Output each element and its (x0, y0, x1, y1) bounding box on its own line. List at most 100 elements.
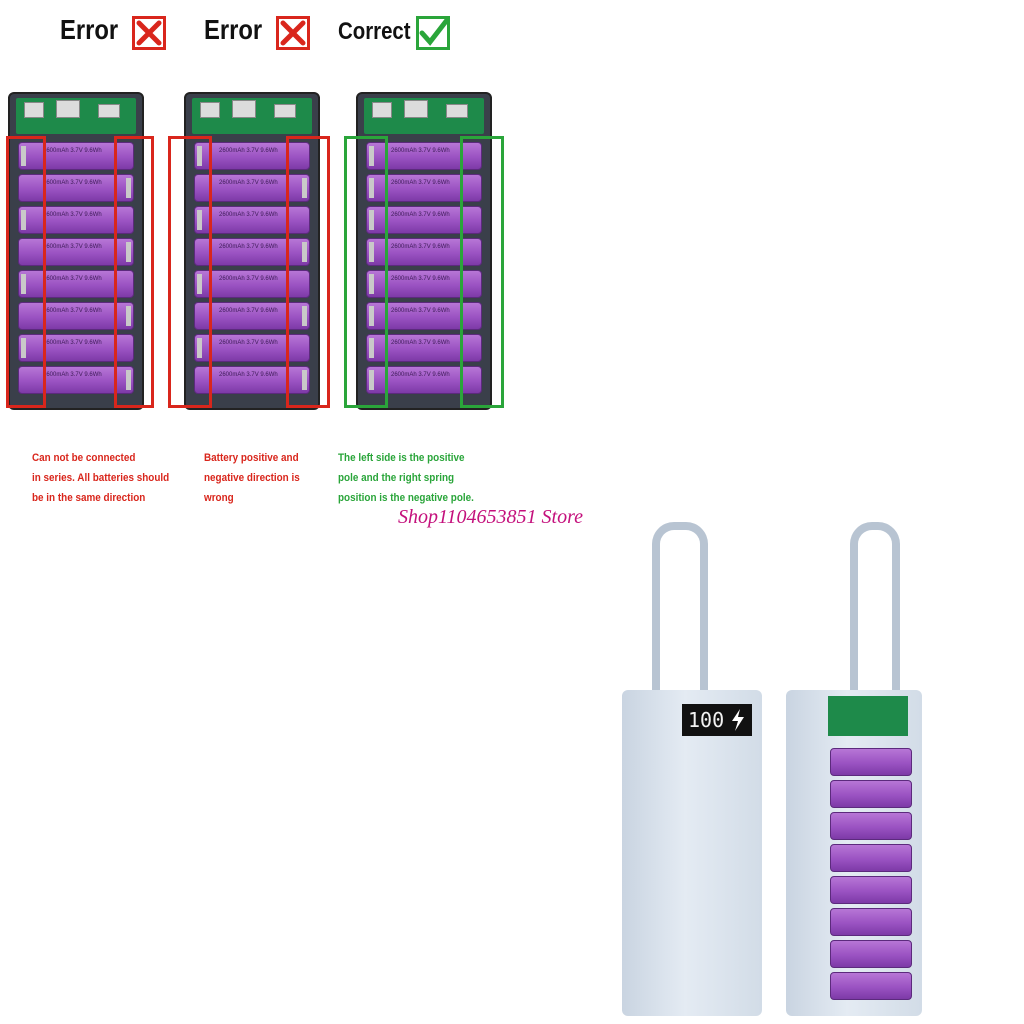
port-connector (404, 100, 428, 118)
cell-terminal (197, 274, 202, 294)
circuit-board (192, 98, 312, 134)
cell-label: 2600mAh 3.7V 9.6Wh (43, 212, 102, 218)
circuit-board (364, 98, 484, 134)
cell-label: 2600mAh 3.7V 9.6Wh (391, 148, 450, 154)
port-connector (446, 104, 468, 118)
highlight-box (344, 136, 388, 408)
port-connector (274, 104, 296, 118)
battery-cell: 2600mAh 3.7V 9.6Wh (194, 238, 310, 266)
cell-label: 2600mAh 3.7V 9.6Wh (43, 276, 102, 282)
lanyard-strap (652, 522, 708, 710)
cell-label: 2600mAh 3.7V 9.6Wh (43, 180, 102, 186)
panel-3-title: Correct (338, 18, 411, 45)
cell-label: 2600mAh 3.7V 9.6Wh (219, 308, 278, 314)
battery-cell (830, 844, 912, 872)
cell-terminal (369, 210, 374, 230)
check-mark-icon (416, 16, 450, 50)
port-connector (24, 102, 44, 118)
highlight-box (168, 136, 212, 408)
port-connector (200, 102, 220, 118)
cell-label: 2600mAh 3.7V 9.6Wh (219, 372, 278, 378)
port-connector (372, 102, 392, 118)
battery-cell: 2600mAh 3.7V 9.6Wh (194, 142, 310, 170)
highlight-box (6, 136, 46, 408)
highlight-box (460, 136, 504, 408)
battery-cell (830, 876, 912, 904)
battery-cell: 2600mAh 3.7V 9.6Wh (194, 206, 310, 234)
cell-terminal (126, 242, 131, 262)
note-line: The left side is the positive (338, 452, 465, 464)
cell-terminal (369, 178, 374, 198)
panel-1-title: Error (60, 14, 119, 45)
panel-2-note: Battery positive and negative direction … (204, 448, 300, 508)
cell-label: 2600mAh 3.7V 9.6Wh (391, 180, 450, 186)
cell-terminal (369, 146, 374, 166)
battery-cell (830, 972, 912, 1000)
power-bank-open (786, 690, 922, 1016)
cell-terminal (197, 338, 202, 358)
x-mark-icon (276, 16, 310, 50)
cell-terminal (21, 338, 26, 358)
note-line: in series. All batteries should (32, 472, 170, 484)
cell-label: 2600mAh 3.7V 9.6Wh (43, 308, 102, 314)
circuit-board (16, 98, 136, 134)
cell-terminal (21, 210, 26, 230)
cell-label: 2600mAh 3.7V 9.6Wh (43, 340, 102, 346)
port-connector (98, 104, 120, 118)
note-line: pole and the right spring (338, 472, 455, 484)
cell-terminal (302, 242, 307, 262)
lcd-display: 100 (682, 704, 752, 736)
battery-cell (830, 908, 912, 936)
cell-terminal (197, 210, 202, 230)
panel-2-title: Error (204, 14, 263, 45)
note-line: wrong (204, 492, 234, 504)
circuit-board (828, 696, 908, 736)
battery-cell (830, 780, 912, 808)
battery-cell (830, 940, 912, 968)
cell-terminal (369, 274, 374, 294)
note-line: negative direction is (204, 472, 300, 484)
display-value: 100 (688, 708, 725, 732)
battery-cell (830, 812, 912, 840)
lightning-bolt-icon (732, 709, 745, 731)
cell-label: 2600mAh 3.7V 9.6Wh (219, 340, 278, 346)
cell-terminal (369, 338, 374, 358)
note-line: be in the same direction (32, 492, 146, 504)
panel-3-note: The left side is the positive pole and t… (338, 448, 474, 508)
battery-cell: 2600mAh 3.7V 9.6Wh (194, 366, 310, 394)
battery-pack-diagram: 2600mAh 3.7V 9.6Wh 2600mAh 3.7V 9.6Wh 2600… (184, 92, 320, 410)
cell-terminal (21, 274, 26, 294)
cell-label: 2600mAh 3.7V 9.6Wh (43, 244, 102, 250)
panel-1-note: Can not be connected in series. All batt… (32, 448, 169, 508)
port-connector (232, 100, 256, 118)
cell-label: 2600mAh 3.7V 9.6Wh (391, 244, 450, 250)
cell-label: 2600mAh 3.7V 9.6Wh (219, 276, 278, 282)
cell-terminal (369, 370, 374, 390)
battery-cell: 2600mAh 3.7V 9.6Wh (194, 302, 310, 330)
x-mark-icon (132, 16, 166, 50)
note-line: Can not be connected (32, 452, 136, 464)
cell-label: 2600mAh 3.7V 9.6Wh (43, 148, 102, 154)
battery-cell (830, 748, 912, 776)
store-watermark: Shop1104653851 Store (398, 506, 583, 528)
cell-terminal (369, 242, 374, 262)
highlight-box (286, 136, 330, 408)
cell-label: 2600mAh 3.7V 9.6Wh (391, 340, 450, 346)
battery-cell: 2600mAh 3.7V 9.6Wh (194, 334, 310, 362)
cell-label: 2600mAh 3.7V 9.6Wh (219, 244, 278, 250)
cell-label: 2600mAh 3.7V 9.6Wh (219, 180, 278, 186)
cell-label: 2600mAh 3.7V 9.6Wh (219, 148, 278, 154)
cell-label: 2600mAh 3.7V 9.6Wh (391, 212, 450, 218)
cell-terminal (197, 146, 202, 166)
cell-label: 2600mAh 3.7V 9.6Wh (391, 276, 450, 282)
cell-terminal (369, 306, 374, 326)
battery-cell: 2600mAh 3.7V 9.6Wh (194, 174, 310, 202)
cell-label: 2600mAh 3.7V 9.6Wh (219, 212, 278, 218)
cell-terminal (21, 146, 26, 166)
highlight-box (114, 136, 154, 408)
cell-terminal (302, 370, 307, 390)
cell-terminal (302, 306, 307, 326)
cell-label: 2600mAh 3.7V 9.6Wh (391, 372, 450, 378)
battery-cell: 2600mAh 3.7V 9.6Wh (194, 270, 310, 298)
lanyard-strap (850, 522, 900, 710)
